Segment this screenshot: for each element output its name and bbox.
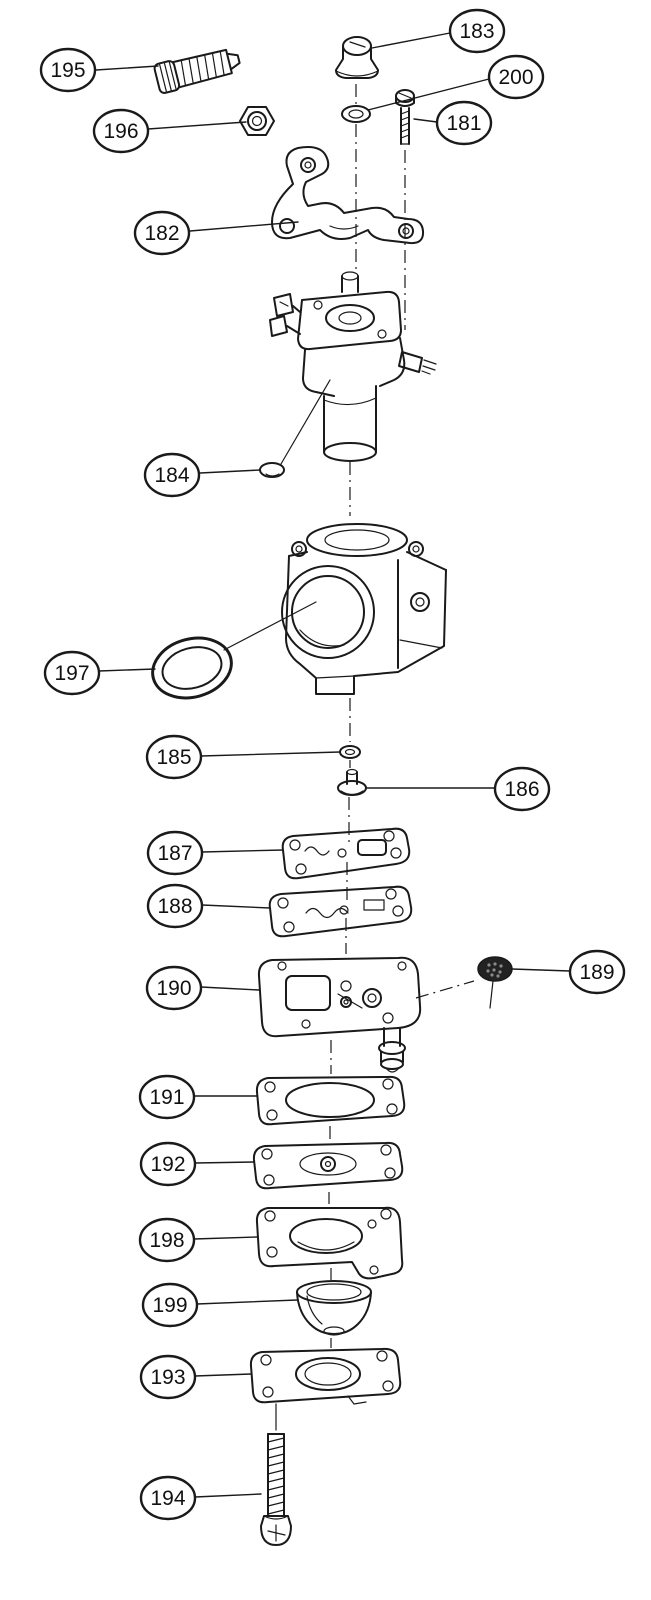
part-nut-196 <box>239 106 275 136</box>
callout-189-label: 189 <box>579 961 614 984</box>
part-bracket-182 <box>271 146 425 245</box>
callout-189[interactable]: 189 <box>568 949 626 995</box>
callout-199-label: 199 <box>152 1294 187 1317</box>
part-throttle-assembly <box>269 271 437 462</box>
callout-197[interactable]: 197 <box>43 650 101 696</box>
callout-191[interactable]: 191 <box>138 1074 196 1120</box>
callout-183[interactable]: 183 <box>448 8 506 54</box>
part-diaphragm-188 <box>268 885 413 938</box>
callout-194-label: 194 <box>150 1487 185 1510</box>
part-carburetor-body <box>281 523 447 695</box>
callout-196[interactable]: 196 <box>92 108 150 154</box>
callout-195[interactable]: 195 <box>39 47 97 93</box>
callout-183-label: 183 <box>459 20 494 43</box>
part-screen-189 <box>477 956 513 1009</box>
part-screw-181 <box>395 89 415 145</box>
callout-181-label: 181 <box>446 112 481 135</box>
callout-193[interactable]: 193 <box>139 1354 197 1400</box>
part-gasket-187 <box>281 827 411 880</box>
callout-197-label: 197 <box>54 662 89 685</box>
callout-186-label: 186 <box>504 778 539 801</box>
callout-193-label: 193 <box>150 1366 185 1389</box>
part-diaphragm-192 <box>252 1141 404 1190</box>
callout-195-label: 195 <box>50 59 85 82</box>
part-grommet-186 <box>337 768 367 796</box>
part-body-190 <box>257 956 422 1073</box>
part-washer-200 <box>341 105 371 123</box>
part-cover-193 <box>249 1347 402 1405</box>
seal-position-line <box>223 601 317 651</box>
leader-lines <box>95 32 571 1498</box>
callout-184-label: 184 <box>154 464 189 487</box>
callout-190-label: 190 <box>156 977 191 1000</box>
assembly-centerline <box>328 84 475 1348</box>
callout-182-label: 182 <box>144 222 179 245</box>
callout-185[interactable]: 185 <box>145 734 203 780</box>
part-plug-183 <box>335 36 379 79</box>
callout-185-label: 185 <box>156 746 191 769</box>
callout-192-label: 192 <box>150 1153 185 1176</box>
callout-198[interactable]: 198 <box>138 1217 196 1263</box>
part-fitting-195 <box>153 48 241 94</box>
part-pin-184 <box>259 379 331 478</box>
callout-200[interactable]: 200 <box>487 54 545 100</box>
callout-200-label: 200 <box>498 66 533 89</box>
part-primer-bulb-199 <box>296 1280 372 1336</box>
part-oring-185 <box>339 745 361 759</box>
part-screw-194 <box>260 1403 292 1546</box>
part-primer-base-198 <box>255 1206 404 1280</box>
callout-190[interactable]: 190 <box>145 965 203 1011</box>
callout-192[interactable]: 192 <box>139 1141 197 1187</box>
callout-194[interactable]: 194 <box>139 1475 197 1521</box>
callout-182[interactable]: 182 <box>133 210 191 256</box>
callout-184[interactable]: 184 <box>143 452 201 498</box>
callout-181[interactable]: 181 <box>435 100 493 146</box>
part-gasket-191 <box>255 1075 406 1126</box>
callout-188[interactable]: 188 <box>146 883 204 929</box>
callout-198-label: 198 <box>149 1229 184 1252</box>
callout-199[interactable]: 199 <box>141 1282 199 1328</box>
callout-187[interactable]: 187 <box>146 830 204 876</box>
part-oring-197 <box>151 636 233 700</box>
callout-186[interactable]: 186 <box>493 766 551 812</box>
callout-188-label: 188 <box>157 895 192 918</box>
callout-196-label: 196 <box>103 120 138 143</box>
callout-191-label: 191 <box>149 1086 184 1109</box>
callout-187-label: 187 <box>157 842 192 865</box>
